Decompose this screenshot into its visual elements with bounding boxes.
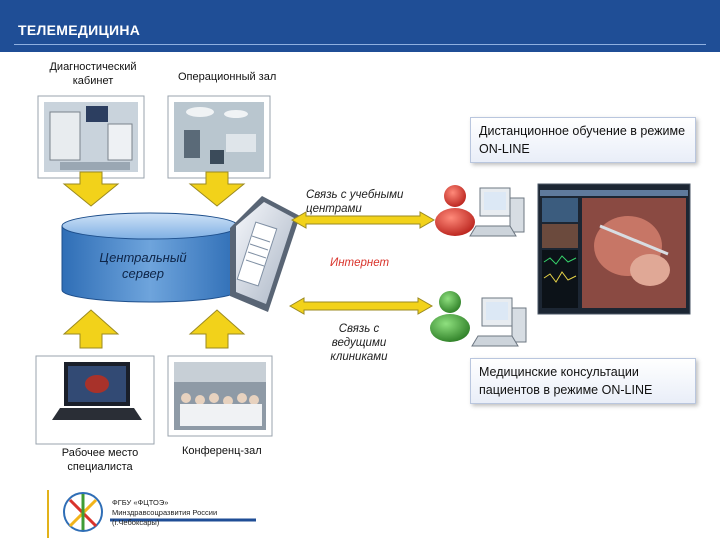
label-internet: Интернет [330, 257, 390, 269]
arrow-conference-to-server [188, 309, 246, 349]
page-title: ТЕЛЕМЕДИЦИНА [18, 22, 141, 38]
remote-user-green-icon [430, 291, 470, 342]
computer-icon-top [469, 187, 525, 237]
footer-line-3: (г.Чебоксары) [112, 518, 160, 527]
footer-line-2: Минздравсоцразвития России [112, 508, 218, 517]
callout-distance-learning: Дистанционное обучение в режиме ON-LINE [470, 117, 696, 163]
label-server: Центральный сервер [99, 250, 187, 281]
footer-organization: ФГБУ «ФЦТОЭ» Минздравсоцразвития России … [112, 498, 262, 528]
videoconference-screen-image [537, 183, 691, 315]
internet-device-icon [230, 196, 300, 312]
label-link-education: Связь с учебными центрами [306, 189, 404, 215]
workplace-laptop-image [35, 355, 155, 445]
label-operating: Операционный зал [178, 71, 277, 83]
header-bar: ТЕЛЕМЕДИЦИНА [0, 0, 720, 52]
callout-consultations: Медицинские консультации пациентов в реж… [470, 358, 696, 404]
label-diagnostic: Диагностический кабинет [49, 61, 137, 87]
remote-user-red-icon [435, 185, 475, 236]
link-arrow-education [290, 211, 436, 229]
header-divider [14, 44, 706, 45]
central-server-cylinder [61, 212, 239, 303]
arrow-operating-to-server [188, 171, 246, 207]
operating-room-image [167, 95, 271, 179]
link-arrow-clinics [288, 297, 434, 315]
organization-logo [47, 490, 103, 538]
arrow-workplace-to-server [62, 309, 120, 349]
label-link-clinics: Связь с ведущими клиниками [330, 323, 388, 363]
label-workplace: Рабочее место специалиста [61, 447, 139, 473]
diagnostic-room-image [37, 95, 145, 179]
arrow-diagnostic-to-server [62, 171, 120, 207]
conference-hall-image [167, 355, 273, 437]
footer-line-1: ФГБУ «ФЦТОЭ» [112, 498, 169, 507]
computer-icon-bottom [471, 297, 527, 347]
label-conference: Конференц-зал [182, 445, 262, 457]
